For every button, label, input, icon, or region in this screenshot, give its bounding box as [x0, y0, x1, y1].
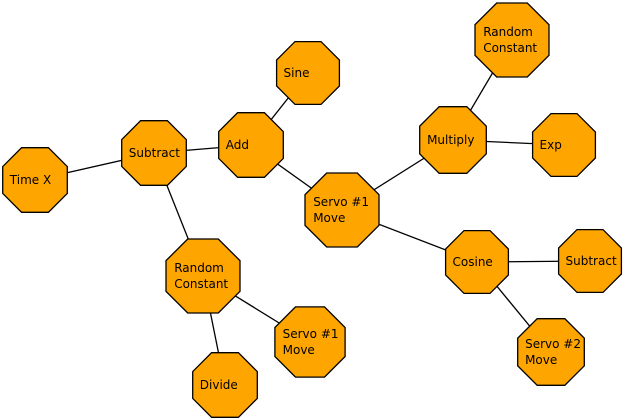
node-servo-1-move-bottom[interactable]: Servo #1 Move — [274, 306, 346, 378]
node-time-x[interactable]: Time X — [2, 147, 68, 213]
octagon-node-shape — [2, 147, 68, 213]
node-label: Cosine — [453, 255, 493, 269]
octagon-node-shape — [304, 172, 380, 248]
node-label: Sine — [284, 66, 310, 80]
octagon-node-shape — [192, 352, 258, 418]
node-multiply[interactable]: Multiply — [419, 106, 487, 174]
octagon-node-shape — [517, 318, 585, 386]
node-label: Servo #1 — [313, 195, 369, 209]
octagon-node-shape — [531, 112, 597, 178]
node-divide[interactable]: Divide — [192, 352, 258, 418]
octagon-node-shape — [444, 229, 510, 295]
node-label: Time X — [9, 173, 51, 187]
node-label: Constant — [174, 277, 228, 291]
octagon-node-shape — [165, 238, 241, 314]
octagon-node-shape — [218, 112, 284, 178]
octagon-node-shape — [121, 120, 187, 186]
node-subtract-right[interactable]: Subtract — [557, 228, 623, 294]
node-label: Servo #1 — [283, 327, 339, 341]
node-servo-2-move[interactable]: Servo #2 Move — [517, 318, 585, 386]
node-label: Subtract — [129, 146, 180, 160]
node-label: Servo #2 — [525, 337, 581, 351]
node-exp[interactable]: Exp — [531, 112, 597, 178]
node-label: Constant — [483, 41, 537, 55]
octagon-node-shape — [274, 306, 346, 378]
node-label: Random — [174, 261, 224, 275]
octagon-node-shape — [557, 228, 623, 294]
node-label: Move — [313, 211, 345, 225]
node-label: Multiply — [427, 133, 474, 147]
node-label: Random — [483, 25, 533, 39]
node-label: Move — [525, 353, 557, 367]
node-label: Divide — [200, 378, 238, 392]
octagon-node-shape — [474, 2, 550, 78]
octagon-node-shape — [275, 40, 341, 106]
node-subtract-left[interactable]: Subtract — [121, 120, 187, 186]
node-label: Subtract — [566, 254, 617, 268]
node-label: Add — [226, 138, 249, 152]
octagon-node-shape — [419, 106, 487, 174]
node-cosine[interactable]: Cosine — [444, 229, 510, 295]
node-servo-1-move-center[interactable]: Servo #1 Move — [304, 172, 380, 248]
node-sine[interactable]: Sine — [275, 40, 341, 106]
node-add[interactable]: Add — [218, 112, 284, 178]
node-label: Exp — [540, 138, 562, 152]
node-label: Move — [283, 343, 315, 357]
